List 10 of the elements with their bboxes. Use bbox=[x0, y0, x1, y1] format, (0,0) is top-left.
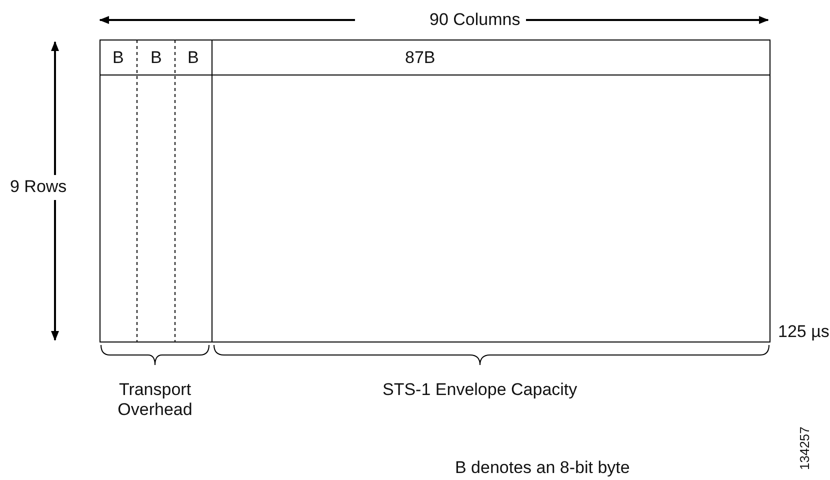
cell-label: B bbox=[150, 48, 162, 68]
note-text: B denotes an 8-bit byte bbox=[455, 458, 630, 478]
cell-label: 87B bbox=[405, 48, 436, 68]
section-label: STS-1 Envelope Capacity bbox=[382, 380, 578, 400]
section-label: Transport Overhead bbox=[116, 380, 194, 420]
cell-label: B bbox=[112, 48, 124, 68]
figure-number: 134257 bbox=[796, 426, 813, 470]
cell-label: B bbox=[188, 48, 199, 68]
time-label: 125 µs bbox=[778, 322, 830, 342]
dimension-label: 9 Rows bbox=[10, 177, 67, 197]
